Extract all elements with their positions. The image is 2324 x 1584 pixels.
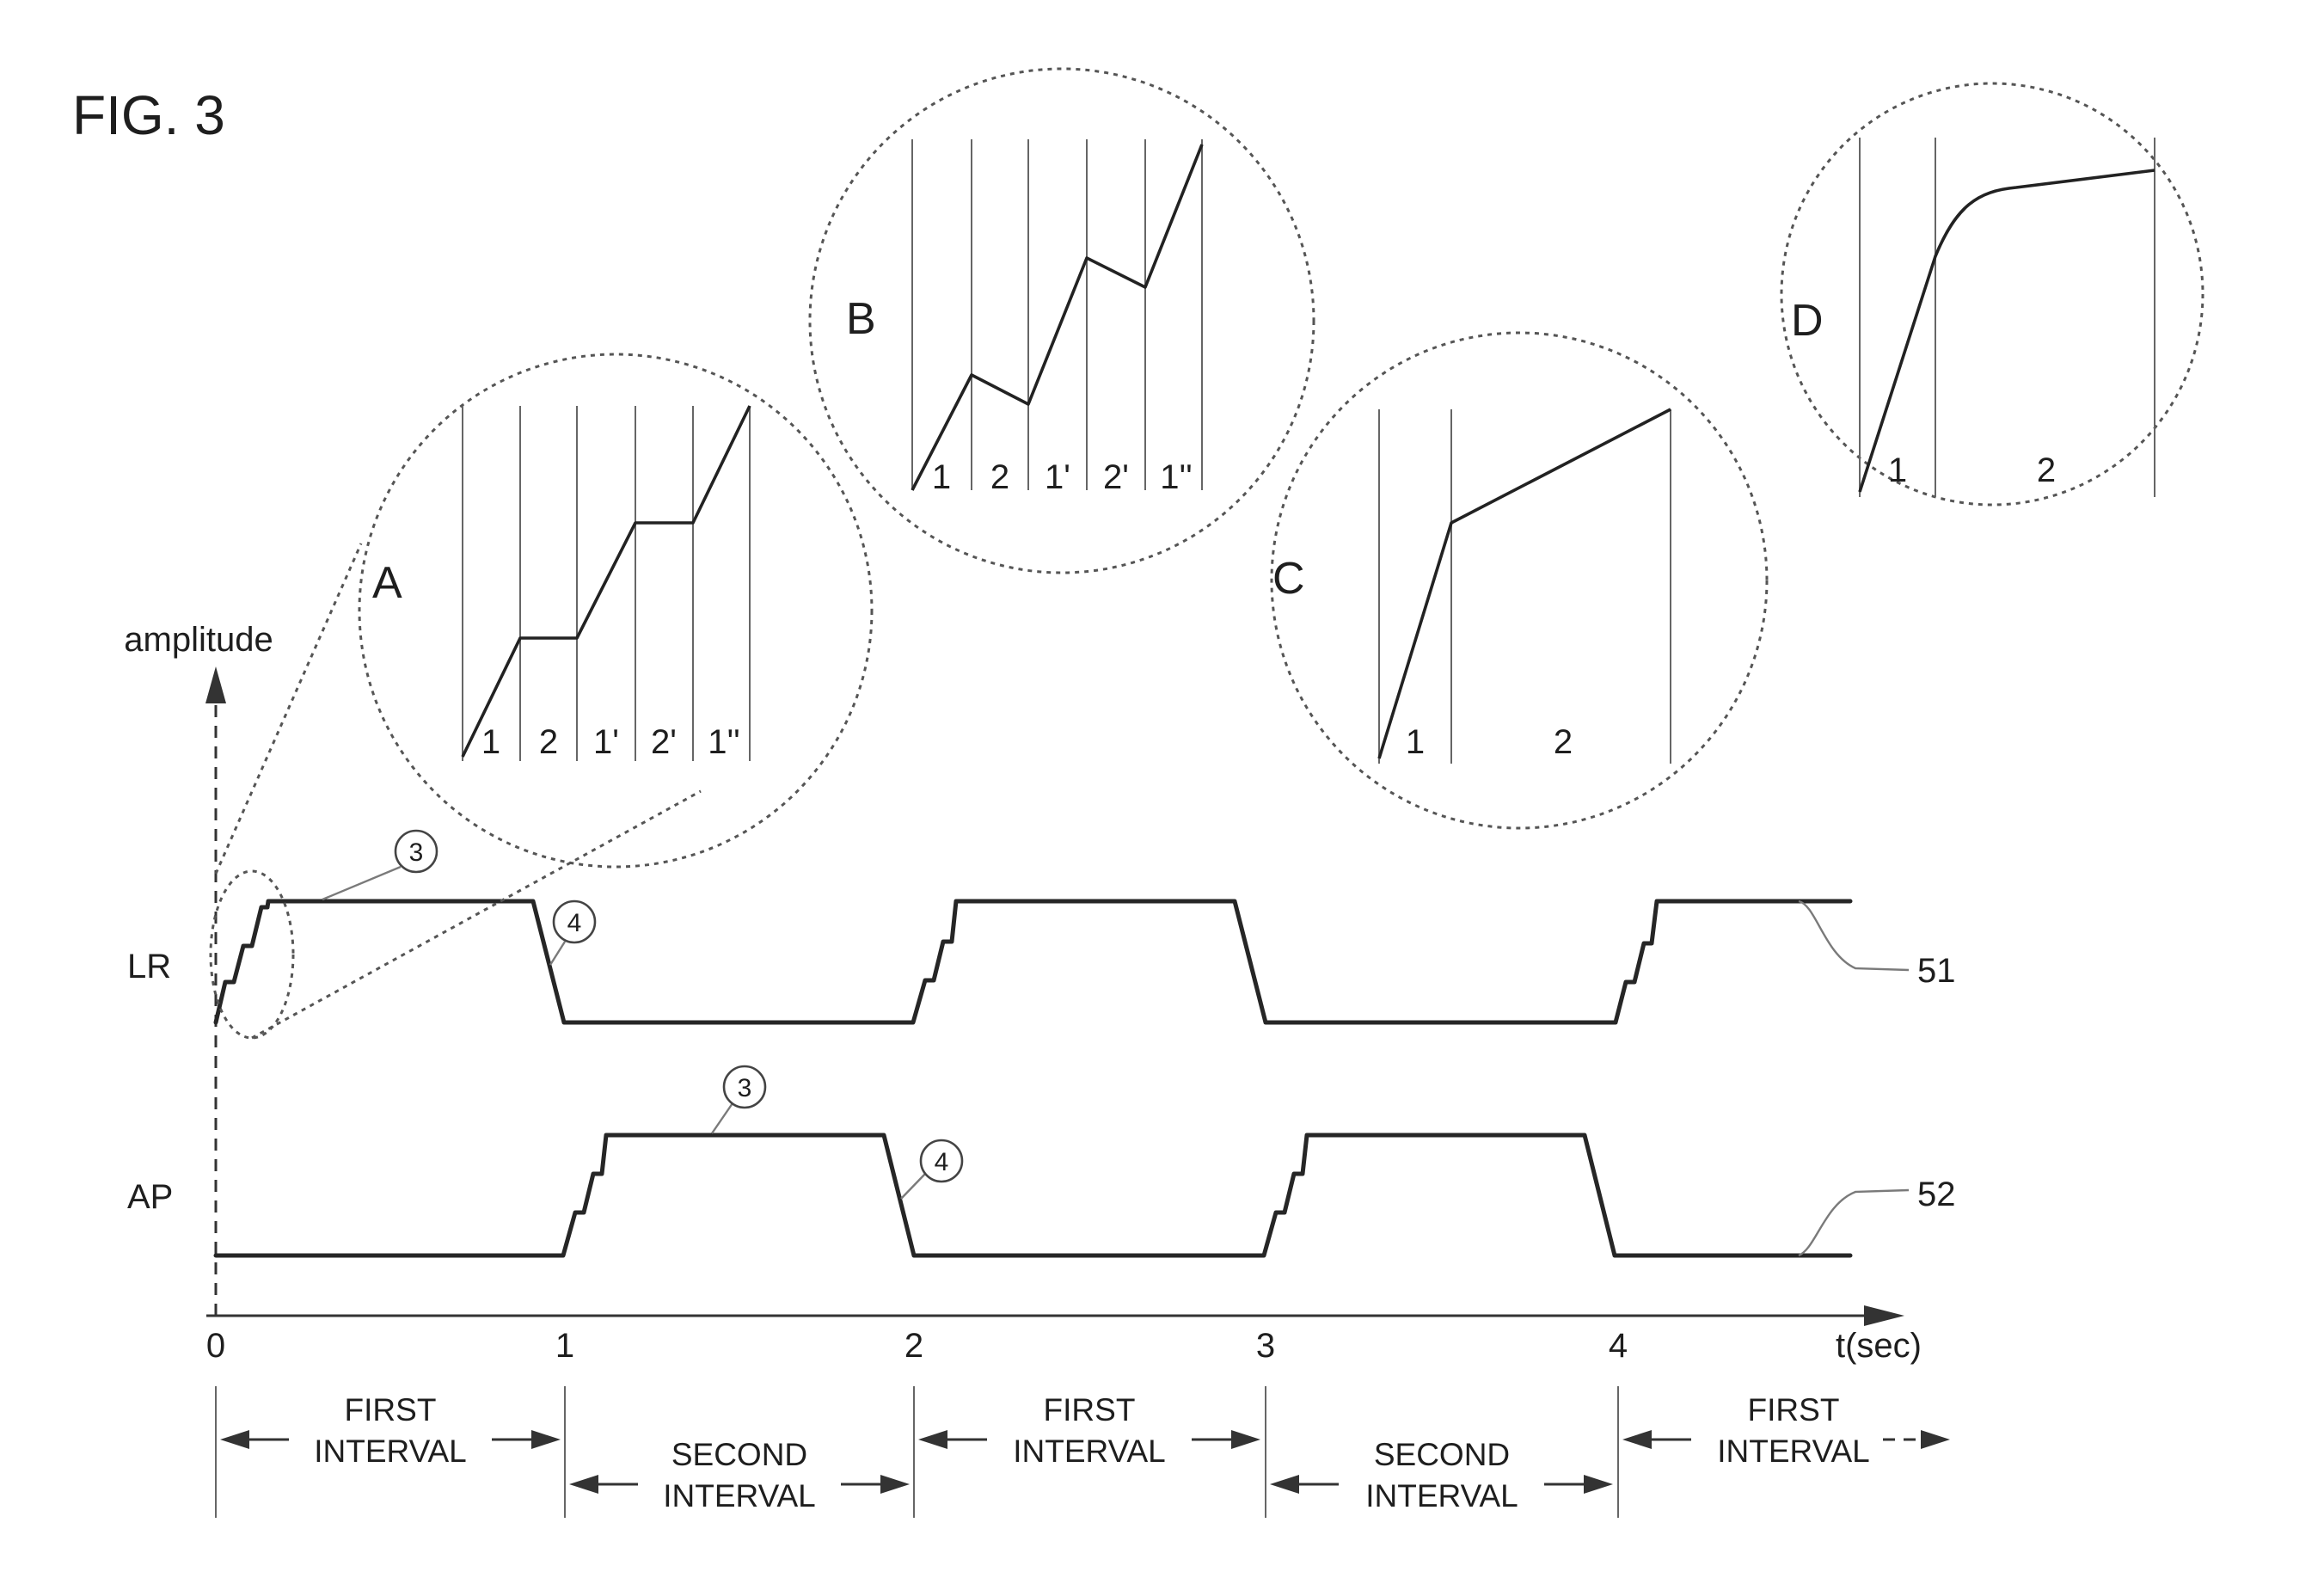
ap-ramp-down-callout: 4 — [900, 1139, 964, 1200]
svg-text:INTERVAL: INTERVAL — [1013, 1434, 1166, 1469]
lr-reference-number: 51 — [1917, 952, 1956, 990]
svg-text:2: 2 — [990, 458, 1009, 496]
svg-text:1: 1 — [1888, 451, 1907, 489]
svg-text:1: 1 — [1406, 723, 1425, 761]
svg-text:2': 2' — [651, 723, 677, 761]
time-axis-arrow — [1864, 1305, 1904, 1326]
zoom-detail-a: A 1 2 1' 2' 1'' — [358, 353, 874, 869]
svg-text:FIRST: FIRST — [1044, 1392, 1136, 1427]
zoom-detail-b: B 1 2 1' 2' 1'' — [808, 67, 1315, 574]
svg-text:INTERVAL: INTERVAL — [314, 1434, 467, 1469]
svg-text:1'': 1'' — [708, 723, 740, 761]
svg-text:C: C — [1272, 554, 1305, 604]
ap-waveform — [213, 1133, 1853, 1258]
interval-first-3: FIRST INTERVAL — [1622, 1392, 1950, 1469]
interval-row: FIRST INTERVAL SECOND INTERVAL FIRST INT… — [215, 1386, 1950, 1518]
lr-reference-leader — [1798, 899, 1910, 972]
svg-text:B: B — [846, 294, 876, 344]
svg-text:SECOND: SECOND — [671, 1437, 807, 1472]
x-tick-label: 3 — [1256, 1327, 1275, 1365]
svg-text:FIRST: FIRST — [345, 1392, 437, 1427]
zoom-projection-line — [214, 543, 363, 875]
svg-text:1': 1' — [1045, 458, 1070, 496]
time-axis-label: t(sec) — [1836, 1327, 1922, 1365]
svg-text:4: 4 — [935, 1148, 949, 1176]
lr-ramp-down-callout: 4 — [549, 899, 597, 966]
interval-second-1: SECOND INTERVAL — [569, 1437, 910, 1513]
interval-second-2: SECOND INTERVAL — [1270, 1437, 1613, 1513]
svg-text:INTERVAL: INTERVAL — [1717, 1434, 1870, 1469]
svg-text:INTERVAL: INTERVAL — [1365, 1478, 1518, 1513]
zoom-projection-line — [251, 789, 702, 1040]
svg-text:D: D — [1791, 296, 1824, 346]
interval-first-2: FIRST INTERVAL — [918, 1392, 1260, 1469]
svg-text:3: 3 — [409, 838, 424, 867]
zoom-source-ellipse — [209, 869, 295, 1040]
ap-channel-label: AP — [127, 1178, 173, 1216]
amplitude-axis-label: amplitude — [124, 621, 273, 659]
lr-channel-label: LR — [127, 948, 171, 985]
svg-text:2: 2 — [2037, 451, 2056, 489]
x-tick-label: 0 — [206, 1327, 225, 1365]
svg-text:2: 2 — [539, 723, 558, 761]
x-tick-label: 1 — [555, 1327, 574, 1365]
x-tick-label: 2 — [904, 1327, 923, 1365]
zoom-detail-c: C 1 2 — [1270, 331, 1769, 830]
lr-ramp-up-callout: 3 — [322, 829, 438, 901]
ap-ramp-up-callout: 3 — [711, 1065, 767, 1134]
figure-title: FIG. 3 — [72, 84, 225, 146]
svg-text:2': 2' — [1103, 458, 1129, 496]
svg-text:4: 4 — [567, 909, 582, 937]
interval-first-1: FIRST INTERVAL — [220, 1392, 561, 1469]
zoom-detail-d: D 1 2 — [1780, 82, 2204, 507]
amplitude-axis-arrow — [205, 666, 226, 703]
lr-waveform — [213, 899, 1853, 1025]
ap-reference-number: 52 — [1917, 1176, 1956, 1213]
svg-text:SECOND: SECOND — [1374, 1437, 1510, 1472]
svg-text:A: A — [372, 558, 402, 608]
svg-text:1': 1' — [593, 723, 619, 761]
svg-text:1: 1 — [932, 458, 951, 496]
x-tick-label: 4 — [1609, 1327, 1628, 1365]
svg-text:2: 2 — [1554, 723, 1573, 761]
svg-text:3: 3 — [738, 1074, 752, 1102]
svg-text:FIRST: FIRST — [1748, 1392, 1840, 1427]
svg-text:1: 1 — [481, 723, 500, 761]
axes: amplitude t(sec) 0 1 2 3 4 — [124, 621, 1922, 1365]
ap-reference-leader — [1798, 1188, 1910, 1257]
svg-text:INTERVAL: INTERVAL — [663, 1478, 816, 1513]
svg-text:1'': 1'' — [1160, 458, 1193, 496]
